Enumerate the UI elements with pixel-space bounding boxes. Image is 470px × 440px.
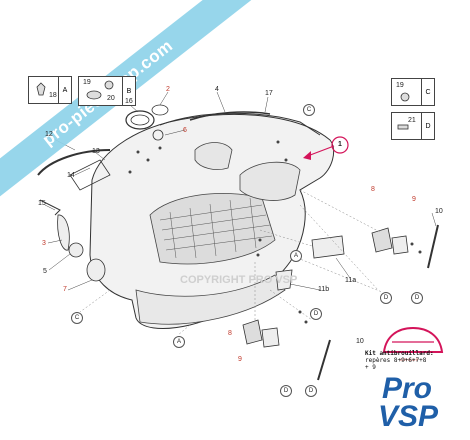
grille-inner xyxy=(149,193,276,265)
screw-icon xyxy=(400,92,410,102)
clip-icon xyxy=(36,82,46,96)
fog-lamp-bottom-9 xyxy=(261,327,280,348)
part-label-6: 6 xyxy=(183,127,187,134)
part-2 xyxy=(151,104,169,116)
bracket-11a xyxy=(311,235,345,259)
callout-a-letter: A xyxy=(58,77,71,103)
part-label-1: 1 xyxy=(338,141,342,148)
part-label-15: 15 xyxy=(38,200,46,207)
part-label-16: 16 xyxy=(125,98,133,105)
provsp-logo: GROUP Pro VSP xyxy=(360,320,465,435)
marker-d-3: D xyxy=(310,308,322,320)
part-label-11a: 11a xyxy=(345,277,357,284)
part-5 xyxy=(68,242,84,258)
part-label-12: 12 xyxy=(45,131,53,138)
callout-box-b: 19 20 B xyxy=(78,76,136,106)
part-14 xyxy=(69,159,111,191)
part-label-8-right: 8 xyxy=(371,186,375,193)
part-label-5: 5 xyxy=(43,268,47,275)
lamp-opening-right xyxy=(239,161,301,201)
part-label-8-bottom: 8 xyxy=(228,330,232,337)
marker-d-1: D xyxy=(380,292,392,304)
fog-lamp-right-9 xyxy=(391,235,409,255)
part-label-7: 7 xyxy=(63,286,67,293)
part-6 xyxy=(152,129,164,141)
callout-b-letter: B xyxy=(122,77,135,105)
part-label-14: 14 xyxy=(67,172,75,179)
logo-group-text: GROUP xyxy=(400,357,420,362)
bumper-top-edge xyxy=(159,112,321,136)
part-label-10-right: 10 xyxy=(435,208,443,215)
fog-lamp-bottom-8 xyxy=(242,319,263,345)
callout-b-number-2: 20 xyxy=(107,95,115,102)
part-label-9-right: 9 xyxy=(412,196,416,203)
screws xyxy=(128,140,422,324)
bolt-icon xyxy=(397,124,409,130)
part-label-11b: 11b xyxy=(318,286,330,293)
marker-c-left: C xyxy=(71,312,83,324)
part-10-bottom xyxy=(317,339,331,381)
fog-lamp-right-8 xyxy=(371,227,393,253)
part-label-4: 4 xyxy=(215,86,219,93)
callout-d-letter: D xyxy=(421,113,434,139)
callout-box-a: 18 A xyxy=(28,76,72,104)
note-line-3: + 9 xyxy=(365,363,376,371)
callout-box-c: 19 C xyxy=(391,78,435,106)
screw-icon xyxy=(104,80,114,90)
marker-d-5: D xyxy=(305,385,317,397)
part-16-ring xyxy=(125,110,155,130)
part-label-10-bottom: 10 xyxy=(356,338,364,345)
logo-vsp-text: VSP xyxy=(378,400,439,433)
marker-c-top: C xyxy=(303,104,315,116)
part-label-9-bottom: 9 xyxy=(238,356,242,363)
part-label-17: 17 xyxy=(265,90,273,97)
side-strip xyxy=(37,149,111,176)
washer-icon xyxy=(86,90,102,100)
callout-c-number: 19 xyxy=(396,82,404,89)
callout-a-number: 18 xyxy=(49,92,57,99)
callout-d-number: 21 xyxy=(408,117,416,124)
part-label-3: 3 xyxy=(42,240,46,247)
fog-bezel-left xyxy=(57,214,70,251)
marker-d-2: D xyxy=(411,292,423,304)
part-10-right xyxy=(427,224,439,269)
part-1-circle xyxy=(331,136,349,154)
grille-mesh xyxy=(159,197,273,259)
marker-d-4: D xyxy=(280,385,292,397)
callout-box-d: 21 D xyxy=(391,112,435,140)
logo-pro-text: Pro xyxy=(382,372,433,405)
car-silhouette-icon xyxy=(382,326,444,353)
marker-a-mid: A xyxy=(290,250,302,262)
part-4-strip xyxy=(189,111,271,121)
callout-b-number-1: 19 xyxy=(83,79,91,86)
part-label-2: 2 xyxy=(166,86,170,93)
part-7 xyxy=(86,258,106,282)
side-strip-15 xyxy=(39,199,61,216)
copyright-watermark: COPYRIGHT PRO VSP xyxy=(180,274,298,286)
note-line-2: repères 8+9+6+7+8 xyxy=(365,356,427,364)
marker-a-bottom: A xyxy=(173,336,185,348)
note-line-1: Kit antibrouillard: xyxy=(365,350,434,357)
part-11b xyxy=(275,269,293,291)
callout-c-letter: C xyxy=(421,79,434,105)
leader-lines xyxy=(79,189,383,336)
fog-kit-note: Kit antibrouillard: repères 8+9+6+7+8 + … xyxy=(365,350,455,372)
lamp-opening-left xyxy=(194,142,233,170)
part-label-13: 13 xyxy=(92,148,100,155)
lower-skirt xyxy=(135,274,286,325)
